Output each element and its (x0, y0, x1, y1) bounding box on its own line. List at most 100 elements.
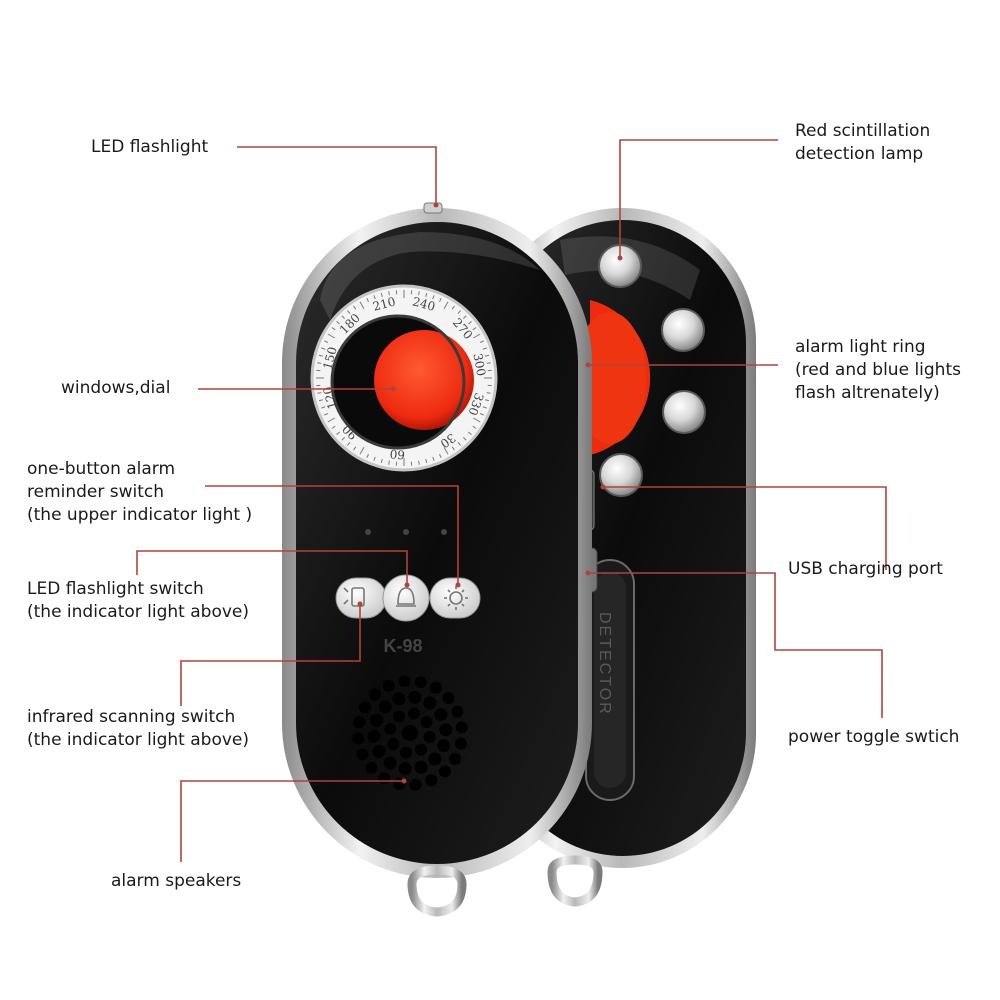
dial-tick (463, 315, 467, 319)
infrared-scanning-switch[interactable] (335, 577, 387, 619)
dial-tick (321, 347, 326, 350)
dial-tick (473, 417, 481, 423)
speaker-hole (439, 723, 453, 737)
dial-number: 60 (389, 447, 405, 462)
callout-windows-dial-dot (390, 386, 396, 392)
label-line: alarm light ring (795, 337, 926, 357)
dial-tick (359, 447, 365, 455)
dial-number: 210 (371, 294, 397, 313)
label-line: Red scintillation (795, 121, 931, 141)
dial-tick (468, 321, 472, 325)
dial-tick (439, 453, 442, 458)
led-flashlight-switch[interactable] (382, 574, 430, 622)
dial-tick (388, 291, 390, 296)
dial-tick (317, 362, 322, 364)
dial-tick (353, 305, 357, 310)
label-line: LED flashlight (91, 137, 209, 157)
label-line: (red and blue lights (795, 360, 961, 380)
one-button-alarm-switch[interactable] (429, 577, 481, 619)
dial-tick (418, 291, 420, 296)
label-line: (the indicator light above) (27, 602, 250, 622)
callout-led-switch-dot (404, 582, 410, 588)
callout-red-scintillation-dot (617, 255, 623, 261)
label-one-button-alarm: one-button alarm reminder switch (the up… (27, 458, 252, 527)
dial-tick (317, 392, 322, 394)
dial-tick (318, 354, 323, 357)
dial-tick (485, 354, 490, 357)
dial-tick (418, 460, 420, 465)
dial-tick (380, 459, 383, 464)
side-window: DETECTOR (585, 559, 635, 801)
dial-tick (388, 460, 390, 465)
speaker-hole (409, 778, 422, 791)
dial-tick (482, 406, 487, 409)
front-gloss (320, 232, 540, 320)
dial-tick (347, 310, 351, 314)
callout-lines (136, 139, 887, 862)
dial-tick (318, 399, 323, 402)
speaker-hole (423, 730, 436, 743)
callout-power-toggle (588, 572, 883, 718)
speaker-hole (378, 700, 392, 714)
dial-tick (463, 437, 467, 441)
speaker-hole (423, 696, 437, 710)
front-keyring (407, 865, 467, 917)
speaker-hole (387, 738, 400, 751)
dial-ticks (316, 290, 492, 466)
dial-number: 300 (470, 352, 488, 377)
label-line: flash altrenately) (795, 383, 940, 403)
dial-tick (359, 301, 365, 309)
speaker-hole (367, 729, 381, 743)
speaker-hole (398, 762, 412, 776)
speaker-hole (449, 752, 462, 765)
callout-red-scintillation (619, 139, 778, 258)
back-keyring (547, 855, 603, 907)
dial-tick (451, 446, 455, 451)
label-windows-dial: windows,dial (61, 377, 170, 400)
label-led-flashlight: LED flashlight (91, 136, 208, 159)
infrared-icon (343, 587, 365, 607)
dial-tick (443, 447, 449, 455)
callout-led-switch (136, 550, 408, 585)
dial-tick (341, 315, 345, 319)
speaker-hole (392, 692, 406, 706)
dial-lens (374, 330, 474, 430)
detection-led-3 (662, 390, 706, 434)
side-detector-text: DETECTOR (596, 612, 613, 716)
dial-tick (457, 310, 461, 314)
label-line: windows,dial (61, 378, 171, 398)
model-label: K-98 (383, 636, 422, 656)
dial-window-edge (330, 314, 466, 450)
speaker-hole (434, 708, 448, 722)
dial-tick (336, 321, 340, 325)
dial-tick (347, 442, 351, 446)
dial-tick (472, 327, 477, 331)
label-line: alarm speakers (111, 871, 242, 891)
dial-tick (485, 399, 490, 402)
speaker-hole (408, 690, 422, 704)
speaker-hole (358, 701, 371, 714)
label-line: LED flashlight switch (27, 579, 204, 599)
callout-alarm-speakers-dot (401, 778, 407, 784)
dial-tick (468, 431, 472, 435)
dial-tick (327, 333, 335, 339)
speaker-hole (437, 739, 451, 753)
speaker-hole (400, 746, 413, 759)
dial-tick (324, 413, 329, 416)
led-flashlight (423, 202, 443, 214)
dial-tick (373, 456, 376, 461)
detection-led-2 (661, 308, 705, 352)
dial-tick (366, 453, 369, 458)
callout-alarm-speakers (180, 780, 404, 862)
dial-tick (353, 446, 357, 451)
dial-tick (443, 301, 449, 309)
speaker-hole (378, 772, 391, 785)
speaker-hole (369, 713, 383, 727)
dial-tick (331, 327, 336, 331)
callout-one-button-alarm-dot (455, 582, 461, 588)
label-line: infrared scanning switch (27, 707, 236, 727)
dial-tick (324, 340, 329, 343)
